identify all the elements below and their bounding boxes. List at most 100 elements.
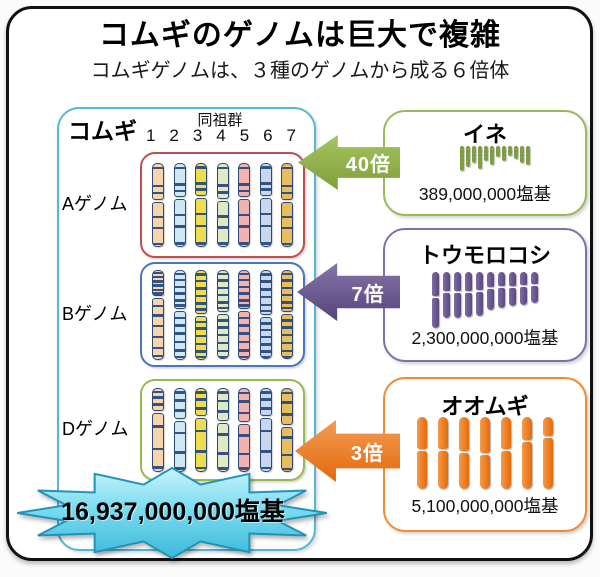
wheat-chromosome [259, 269, 272, 360]
chromosome-band [260, 303, 271, 307]
wheat-total-bases: 16,937,000,000塩基 [61, 498, 285, 526]
genome-d-box [140, 379, 305, 481]
chromosome-band [239, 434, 249, 437]
chromosome-band [153, 466, 163, 469]
chromosome-band [196, 350, 206, 353]
chromosome-segment [152, 269, 164, 296]
chromosome-lobe [520, 272, 527, 285]
chromosome-band [260, 280, 271, 283]
chromosome-band [174, 431, 185, 435]
chromosome-band [196, 182, 206, 185]
chromosome-band [260, 295, 271, 299]
chromosome-segment [195, 269, 207, 314]
wheat-chromosome [259, 163, 272, 247]
wheat-label: コムギ [68, 118, 137, 144]
species-chromosome [417, 417, 427, 489]
barley-base-count: 5,100,000,000塩基 [411, 496, 559, 516]
rice-chromosome-bar [520, 146, 524, 163]
maize-chromosomes [385, 272, 585, 332]
chromosome-segment [195, 418, 207, 472]
page-subtitle: コムギゲノムは、３種のゲノムから成る６倍体 [90, 60, 510, 82]
chromosome-lobe [417, 417, 427, 450]
chromosome-band [196, 294, 206, 298]
chromosome-segment [259, 317, 272, 360]
barley-title: オオムギ [441, 394, 529, 419]
chromosome-band [153, 275, 163, 279]
wheat-chromosome [152, 388, 164, 472]
chromosome-band [239, 304, 249, 307]
chromosome-band [260, 407, 271, 410]
chromosome-band [217, 166, 228, 170]
species-chromosome [438, 417, 448, 489]
chromosome-band [174, 242, 185, 245]
group-number-3: 3 [192, 126, 203, 145]
starburst-shape [17, 466, 327, 560]
chromosome-band [153, 184, 163, 188]
species-chromosome [509, 272, 516, 306]
chromosome-segment [216, 269, 229, 312]
chromosome-band [239, 340, 249, 344]
species-chromosome [501, 417, 511, 489]
chromosome-band [196, 450, 206, 453]
chromosome-band [217, 319, 228, 322]
chromosome-band [217, 279, 228, 282]
chromosome-band [174, 292, 185, 295]
chromosome-band [153, 403, 163, 406]
wheat-chromosome [152, 163, 164, 247]
chromosome-segment [259, 418, 272, 472]
group-number-7: 7 [286, 126, 296, 145]
wheat-chromosome [195, 163, 207, 247]
chromosome-band [174, 299, 185, 302]
chromosome-band [282, 184, 292, 188]
wheat-chromosome [173, 388, 186, 472]
rice-chromosome-bar [526, 146, 530, 165]
wheat-chromosome [281, 163, 293, 247]
chromosome-band [153, 335, 163, 339]
chromosome-band [239, 452, 249, 456]
species-chromosome [443, 272, 450, 318]
chromosome-band [239, 272, 249, 276]
chromosome-segment [238, 269, 250, 309]
chromosome-segment [281, 269, 293, 312]
rice-chromosome-bar [484, 146, 488, 161]
chromosome-lobe [531, 272, 538, 285]
chromosome-segment [281, 388, 293, 425]
wheat-chromosome [195, 388, 207, 472]
chromosome-band [282, 349, 292, 353]
chromosome-band [153, 324, 163, 328]
chromosome-segment [281, 313, 293, 360]
chromosome-segment [238, 388, 250, 423]
species-chromosome [498, 272, 505, 308]
chromosome-lobe [465, 292, 472, 317]
chromosome-band [217, 349, 228, 353]
chromosome-band [282, 215, 292, 219]
chromosome-band [217, 399, 228, 403]
chromosome-band [196, 287, 206, 290]
chromosome-lobe [465, 272, 472, 291]
chromosome-lobe [454, 272, 461, 292]
chromosome-lobe [520, 286, 527, 305]
chromosome-band [174, 391, 185, 394]
chromosome-band [174, 467, 185, 470]
chromosome-segment [259, 197, 272, 247]
genome-b-box [140, 262, 305, 367]
chromosome-band [153, 226, 163, 230]
chromosome-band [153, 271, 163, 275]
chromosome-band [260, 466, 271, 470]
wheat-chromosome [173, 269, 186, 360]
chromosome-band [196, 342, 206, 346]
chromosome-band [282, 279, 292, 282]
chromosome-segment [216, 422, 229, 472]
wheat-chromosome [173, 163, 186, 247]
chromosome-band [260, 356, 271, 359]
wheat-chromosome [216, 163, 229, 247]
genome-b-label: Bゲノム [62, 303, 128, 324]
chromosome-band [260, 212, 271, 216]
chromosome-band [217, 452, 228, 455]
chromosome-band [260, 398, 271, 401]
chromosome-band [174, 349, 185, 352]
chromosome-band [217, 410, 228, 413]
chromosome-band [217, 226, 228, 229]
chromosome-band [196, 308, 206, 311]
chromosome-band [239, 278, 249, 282]
